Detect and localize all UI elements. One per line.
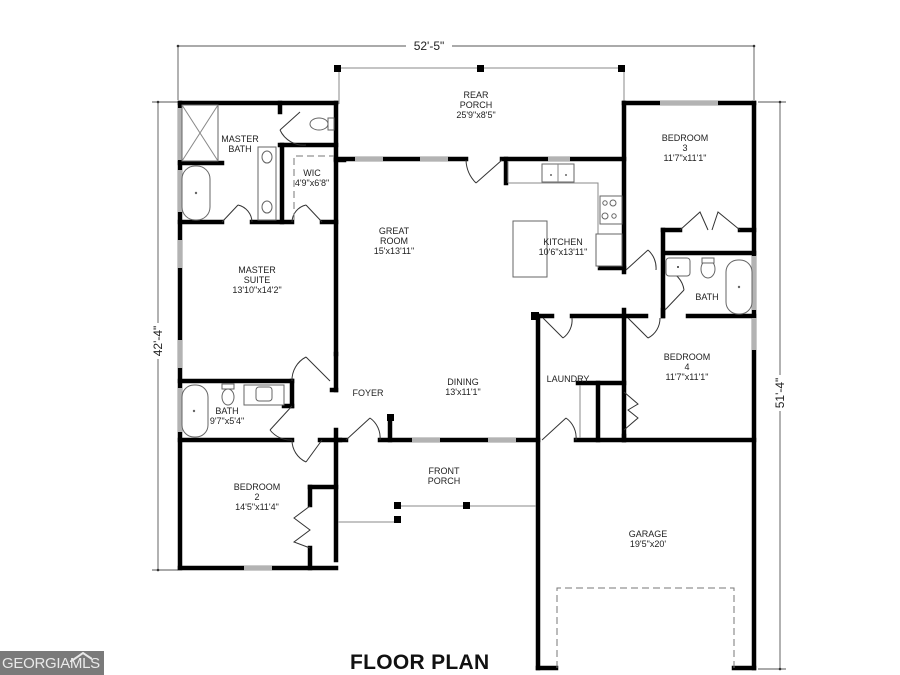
svg-text:REAR: REAR: [463, 90, 489, 100]
svg-text:10'6"x13'11": 10'6"x13'11": [539, 247, 588, 257]
svg-text:BEDROOM: BEDROOM: [662, 133, 709, 143]
wic-label: WIC 4'9"x6'8": [295, 168, 329, 188]
bath-left-label: BATH 9'7"x5'4": [210, 406, 244, 426]
roof-icon: [70, 652, 92, 662]
rear-porch-outline: [334, 65, 625, 104]
svg-text:PORCH: PORCH: [428, 476, 461, 486]
right-depth-dimension: 51'-4": [773, 378, 787, 409]
svg-text:BEDROOM: BEDROOM: [664, 352, 711, 362]
dining-label: DINING 13'x11'1": [445, 377, 481, 397]
svg-text:KITCHEN: KITCHEN: [543, 237, 583, 247]
left-depth-dimension: 42'-4": [151, 326, 165, 357]
svg-text:WIC: WIC: [303, 168, 321, 178]
svg-text:15'x13'11": 15'x13'11": [374, 246, 415, 256]
svg-text:BATH: BATH: [215, 406, 238, 416]
foyer-label: FOYER: [352, 388, 384, 398]
svg-text:DINING: DINING: [447, 377, 479, 387]
svg-text:FRONT: FRONT: [429, 466, 460, 476]
svg-text:SUITE: SUITE: [244, 275, 271, 285]
svg-text:GREAT: GREAT: [379, 226, 410, 236]
svg-text:4: 4: [684, 362, 689, 372]
bedroom3-label: BEDROOM 3 11'7"x11'1": [662, 133, 709, 163]
svg-text:11'7"x11'1": 11'7"x11'1": [665, 372, 708, 382]
svg-text:MASTER: MASTER: [221, 134, 259, 144]
overall-width-dimension: 52'-5": [414, 39, 445, 53]
fixtures: [181, 104, 753, 668]
garage-label: GARAGE 19'5"x20': [629, 529, 668, 549]
svg-text:11'7"x11'1": 11'7"x11'1": [663, 153, 706, 163]
svg-text:LAUNDRY: LAUNDRY: [547, 374, 590, 384]
master-suite-label: MASTER SUITE 13'10"x14'2": [232, 265, 281, 295]
svg-text:14'5"x11'4": 14'5"x11'4": [235, 502, 279, 512]
svg-text:13'x11'1": 13'x11'1": [445, 387, 481, 397]
bath-right-label: BATH: [695, 292, 718, 302]
svg-text:13'10"x14'2": 13'10"x14'2": [232, 285, 281, 295]
svg-text:25'9"x8'5": 25'9"x8'5": [456, 110, 495, 120]
page-title: FLOOR PLAN: [350, 651, 490, 674]
windows: [177, 100, 757, 571]
svg-text:9'7"x5'4": 9'7"x5'4": [210, 416, 244, 426]
svg-text:FOYER: FOYER: [352, 388, 384, 398]
bedroom2-label: BEDROOM 2 14'5"x11'4": [234, 482, 281, 512]
svg-text:4'9"x6'8": 4'9"x6'8": [295, 178, 329, 188]
svg-text:PORCH: PORCH: [460, 100, 493, 110]
rear-porch-label: REAR PORCH 25'9"x8'5": [456, 90, 495, 120]
walls: [177, 100, 757, 671]
svg-text:BATH: BATH: [228, 144, 251, 154]
svg-text:MASTER: MASTER: [238, 265, 276, 275]
bedroom4-label: BEDROOM 4 11'7"x11'1": [664, 352, 711, 382]
great-room-label: GREAT ROOM 15'x13'11": [374, 226, 415, 256]
kitchen-label: KITCHEN 10'6"x13'11": [539, 237, 588, 257]
master-bath-label: MASTER BATH: [221, 134, 259, 154]
front-porch-label: FRONT PORCH: [428, 466, 461, 486]
svg-text:ROOM: ROOM: [380, 236, 408, 246]
svg-text:2: 2: [254, 492, 259, 502]
svg-text:GARAGE: GARAGE: [629, 529, 668, 539]
svg-text:BATH: BATH: [695, 292, 718, 302]
svg-text:19'5"x20': 19'5"x20': [630, 539, 666, 549]
dimension-lines: [150, 38, 788, 671]
svg-text:3: 3: [682, 143, 687, 153]
georgia-mls-logo: GEORGIAMLS: [0, 651, 104, 675]
svg-text:BEDROOM: BEDROOM: [234, 482, 281, 492]
laundry-label: LAUNDRY: [547, 374, 590, 384]
